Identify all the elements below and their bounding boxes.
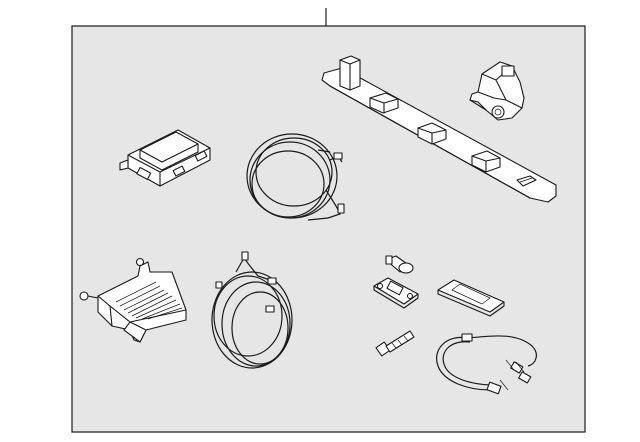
bolt[interactable]: [375, 330, 415, 357]
bracket-ribs: [115, 281, 183, 320]
trunk-lid-garnish-bar[interactable]: [321, 55, 557, 203]
camera-wire-harness-upper[interactable]: [246, 133, 345, 221]
license-lamp-lens[interactable]: [437, 279, 505, 317]
rear-view-camera[interactable]: [469, 61, 525, 121]
license-lamp-bulb[interactable]: [385, 255, 414, 274]
control-module[interactable]: [119, 129, 211, 187]
mounting-bracket[interactable]: [79, 257, 187, 343]
license-lamp-socket[interactable]: [373, 277, 419, 309]
camera-wire-harness-lower[interactable]: [211, 251, 293, 369]
connector-cable[interactable]: [436, 333, 537, 395]
